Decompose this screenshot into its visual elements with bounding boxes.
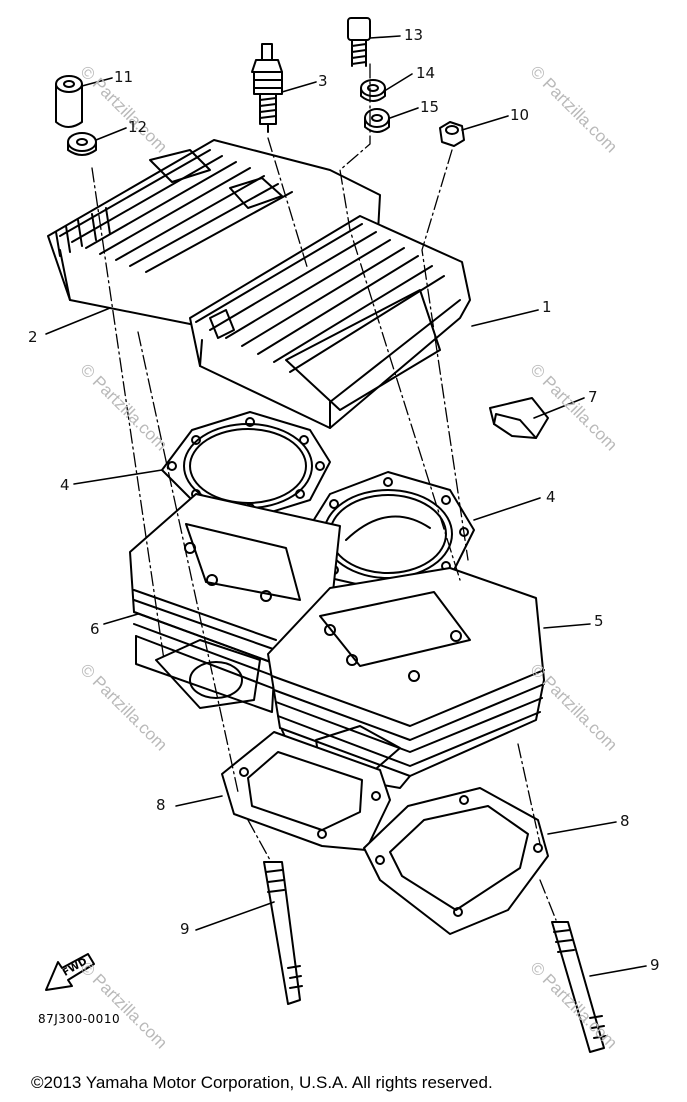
callout-2: 2	[28, 328, 38, 346]
leader-lines	[45, 35, 647, 977]
nut-10	[439, 121, 465, 147]
stud-9-left	[263, 861, 303, 1005]
bolt-13	[347, 17, 371, 67]
base-gasket-8-front	[363, 787, 549, 935]
callout-8-rear: 8	[156, 796, 166, 814]
callout-9-right: 9	[650, 956, 660, 974]
callout-7: 7	[588, 388, 598, 406]
callout-12: 12	[128, 118, 148, 136]
cylinder-head-1	[189, 215, 471, 429]
washer-15	[364, 108, 390, 133]
callout-14: 14	[416, 64, 436, 82]
copyright-notice: ©2013 Yamaha Motor Corporation, U.S.A. A…	[31, 1073, 493, 1092]
washer-12	[67, 132, 97, 156]
callout-4-front: 4	[546, 488, 556, 506]
alignment-lines	[91, 63, 557, 921]
callout-15: 15	[420, 98, 440, 116]
callout-4-rear: 4	[60, 476, 70, 494]
head-gasket-4-rear	[161, 411, 331, 519]
cylinder-5	[267, 567, 545, 789]
collar-11	[55, 75, 83, 128]
nut-14	[360, 79, 386, 102]
spark-plug-3	[251, 43, 283, 133]
diagram-code: 87J300-0010	[38, 1012, 121, 1026]
bracket-7	[489, 397, 549, 439]
callout-10: 10	[510, 106, 530, 124]
cylinder-head-2	[47, 139, 381, 331]
base-gasket-8-rear	[221, 731, 391, 851]
callout-9-left: 9	[180, 920, 190, 938]
stud-9-right	[551, 921, 607, 1053]
callout-6: 6	[90, 620, 100, 638]
callout-5: 5	[594, 612, 604, 630]
fwd-arrow-icon	[45, 953, 95, 991]
callout-11: 11	[114, 68, 134, 86]
callout-8-front: 8	[620, 812, 630, 830]
callout-13: 13	[404, 26, 424, 44]
callout-1: 1	[542, 298, 552, 316]
callout-3: 3	[318, 72, 328, 90]
